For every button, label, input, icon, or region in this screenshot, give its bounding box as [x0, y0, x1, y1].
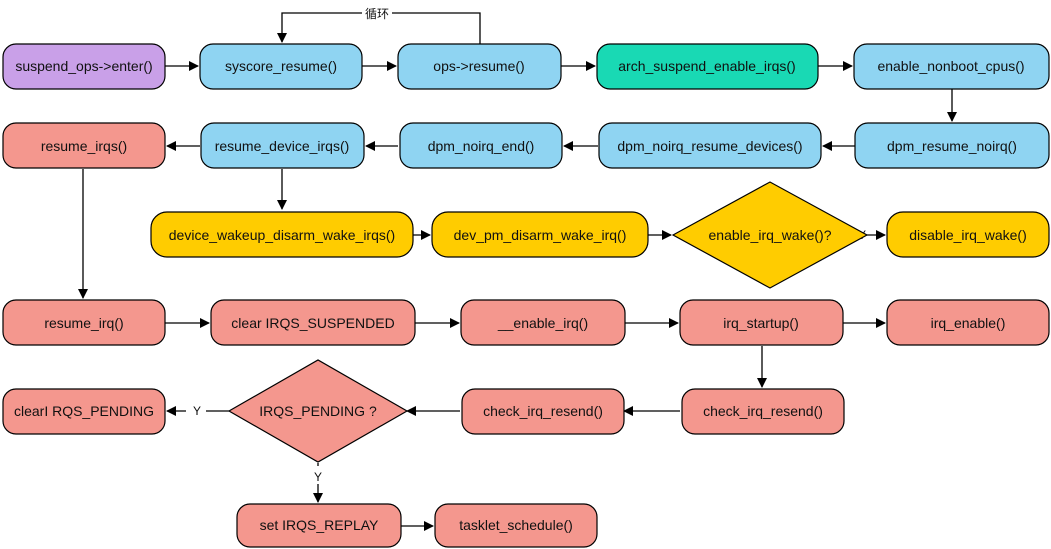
node-check-irq-resend-1: check_irq_resend() — [461, 388, 625, 435]
decision-label: enable_irq_wake()? — [709, 227, 832, 243]
node-resume-device-irqs: resume_device_irqs() — [200, 122, 365, 169]
yes-label-pending-down: Y — [314, 470, 322, 484]
node-tasklet-schedule: tasklet_schedule() — [434, 503, 598, 548]
node-resume-irqs: resume_irqs() — [2, 122, 166, 169]
node-label: __enable_irq() — [497, 315, 588, 331]
node-syscore-resume: syscore_resume() — [199, 43, 363, 90]
node-device-wakeup-disarm-wake-irqs: device_wakeup_disarm_wake_irqs() — [150, 211, 414, 258]
node-label: suspend_ops->enter() — [15, 58, 152, 74]
node-label: irq_enable() — [931, 315, 1006, 331]
node-label: check_irq_resend() — [703, 403, 823, 419]
node-label: enable_nonboot_cpus() — [877, 58, 1024, 74]
node-set-irqs-replay: set IRQS_REPLAY — [236, 503, 402, 548]
node-label: ops->resume() — [433, 58, 524, 74]
node-resume-irq: resume_irq() — [2, 299, 166, 346]
node-label: dpm_resume_noirq() — [887, 138, 1017, 154]
decision-label: IRQS_PENDING ? — [259, 403, 377, 419]
node-arch-suspend-enable-irqs: arch_suspend_enable_irqs() — [596, 43, 819, 90]
node-label: dev_pm_disarm_wake_irq() — [454, 227, 627, 243]
node-label: arch_suspend_enable_irqs() — [618, 58, 795, 74]
node-disable-irq-wake: disable_irq_wake() — [886, 211, 1050, 258]
node-label: device_wakeup_disarm_wake_irqs() — [169, 227, 395, 243]
node-check-irq-resend-2: check_irq_resend() — [681, 388, 845, 435]
node-ops-resume: ops->resume() — [397, 43, 562, 90]
node-label: irq_startup() — [723, 315, 798, 331]
loop-label-bg — [362, 5, 392, 21]
node-dpm-resume-noirq: dpm_resume_noirq() — [854, 122, 1050, 169]
node-label: clear IRQS_SUSPENDED — [231, 315, 394, 331]
loop-label: 循环 — [365, 7, 389, 21]
decision-irqs-pending: IRQS_PENDING ? — [227, 359, 409, 463]
node-clear-irqs-pending: clearI RQS_PENDING — [2, 388, 166, 435]
node-suspend-ops-enter: suspend_ops->enter() — [2, 43, 166, 90]
node-label: tasklet_schedule() — [459, 517, 573, 533]
node-label: resume_irqs() — [41, 138, 127, 154]
node-label: dpm_noirq_resume_devices() — [617, 138, 802, 154]
node-enable-nonboot-cpus: enable_nonboot_cpus() — [853, 43, 1050, 90]
node-dpm-noirq-end: dpm_noirq_end() — [399, 122, 563, 169]
node-irq-startup: irq_startup() — [679, 299, 844, 346]
node-label: clearI RQS_PENDING — [14, 403, 154, 419]
node-label: dpm_noirq_end() — [428, 138, 535, 154]
node-label: check_irq_resend() — [483, 403, 603, 419]
edges — [78, 12, 957, 531]
node-label: resume_irq() — [44, 315, 123, 331]
node-irq-enable: irq_enable() — [886, 299, 1050, 346]
node-label: syscore_resume() — [225, 58, 337, 74]
node-dpm-noirq-resume-devices: dpm_noirq_resume_devices() — [598, 122, 822, 169]
node-dev-pm-disarm-wake-irq: dev_pm_disarm_wake_irq() — [431, 211, 649, 258]
node-label: resume_device_irqs() — [215, 138, 350, 154]
node-enable-irq-internal: __enable_irq() — [460, 299, 626, 346]
decision-enable-irq-wake: enable_irq_wake()? — [671, 181, 869, 289]
yes-label-pending-left: Y — [193, 404, 201, 418]
node-clear-irqs-suspended: clear IRQS_SUSPENDED — [210, 299, 416, 346]
node-label: set IRQS_REPLAY — [260, 517, 379, 533]
node-label: disable_irq_wake() — [909, 227, 1027, 243]
